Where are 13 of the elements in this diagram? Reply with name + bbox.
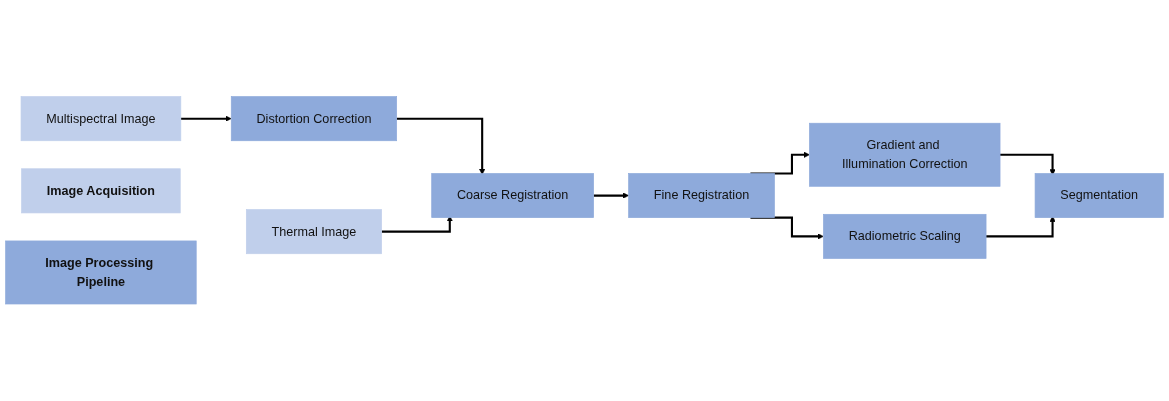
node-box: Radiometric Scaling	[823, 214, 987, 259]
node-box: Thermal Image	[246, 209, 382, 255]
node-box: Multispectral Image	[20, 96, 182, 142]
node-box: Coarse Registration	[431, 173, 594, 219]
node-box: Distortion Correction	[230, 96, 397, 142]
node-box: Image Processing Pipeline	[5, 240, 197, 305]
arrow	[180, 115, 232, 122]
arrow	[593, 192, 629, 199]
node-box: Segmentation	[1034, 173, 1164, 219]
node-box: Fine Registration	[628, 173, 775, 219]
node-box: Image Acquisition	[21, 168, 181, 214]
arrow	[986, 216, 1056, 238]
node-box: Gradient and Illumination Correction	[809, 123, 1001, 187]
